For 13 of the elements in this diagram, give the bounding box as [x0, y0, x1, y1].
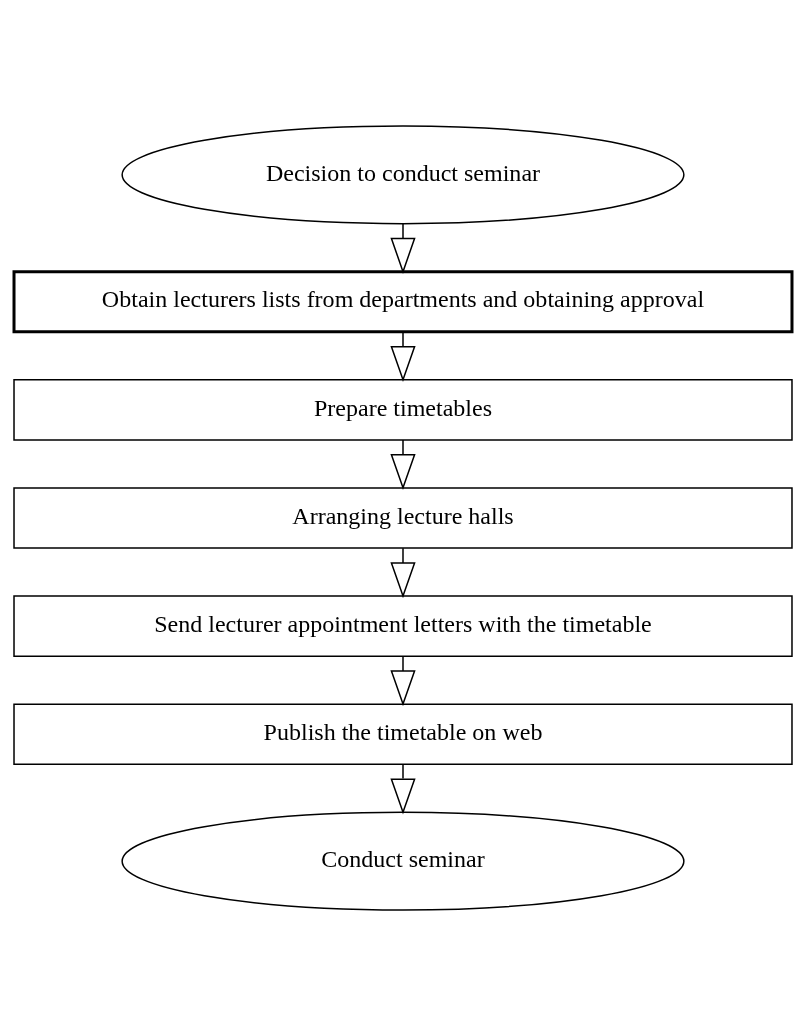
- node-box: Publish the timetable on web: [13, 703, 793, 766]
- node-ellipse: Conduct seminar: [121, 811, 685, 911]
- node-box: Send lecturer appointment letters with the timetable: [13, 595, 793, 657]
- node-box: Obtain lecturers lists from departments and obtaining approval: [12, 270, 794, 334]
- arrow: [390, 439, 416, 491]
- arrow: [390, 655, 416, 707]
- arrow: [390, 763, 416, 815]
- arrow: [390, 547, 416, 599]
- node-box: Arranging lecture halls: [13, 487, 793, 549]
- arrow: [390, 223, 416, 274]
- arrow: [390, 331, 416, 382]
- node-ellipse: Decision to conduct seminar: [121, 125, 685, 225]
- node-box: Prepare timetables: [13, 379, 793, 441]
